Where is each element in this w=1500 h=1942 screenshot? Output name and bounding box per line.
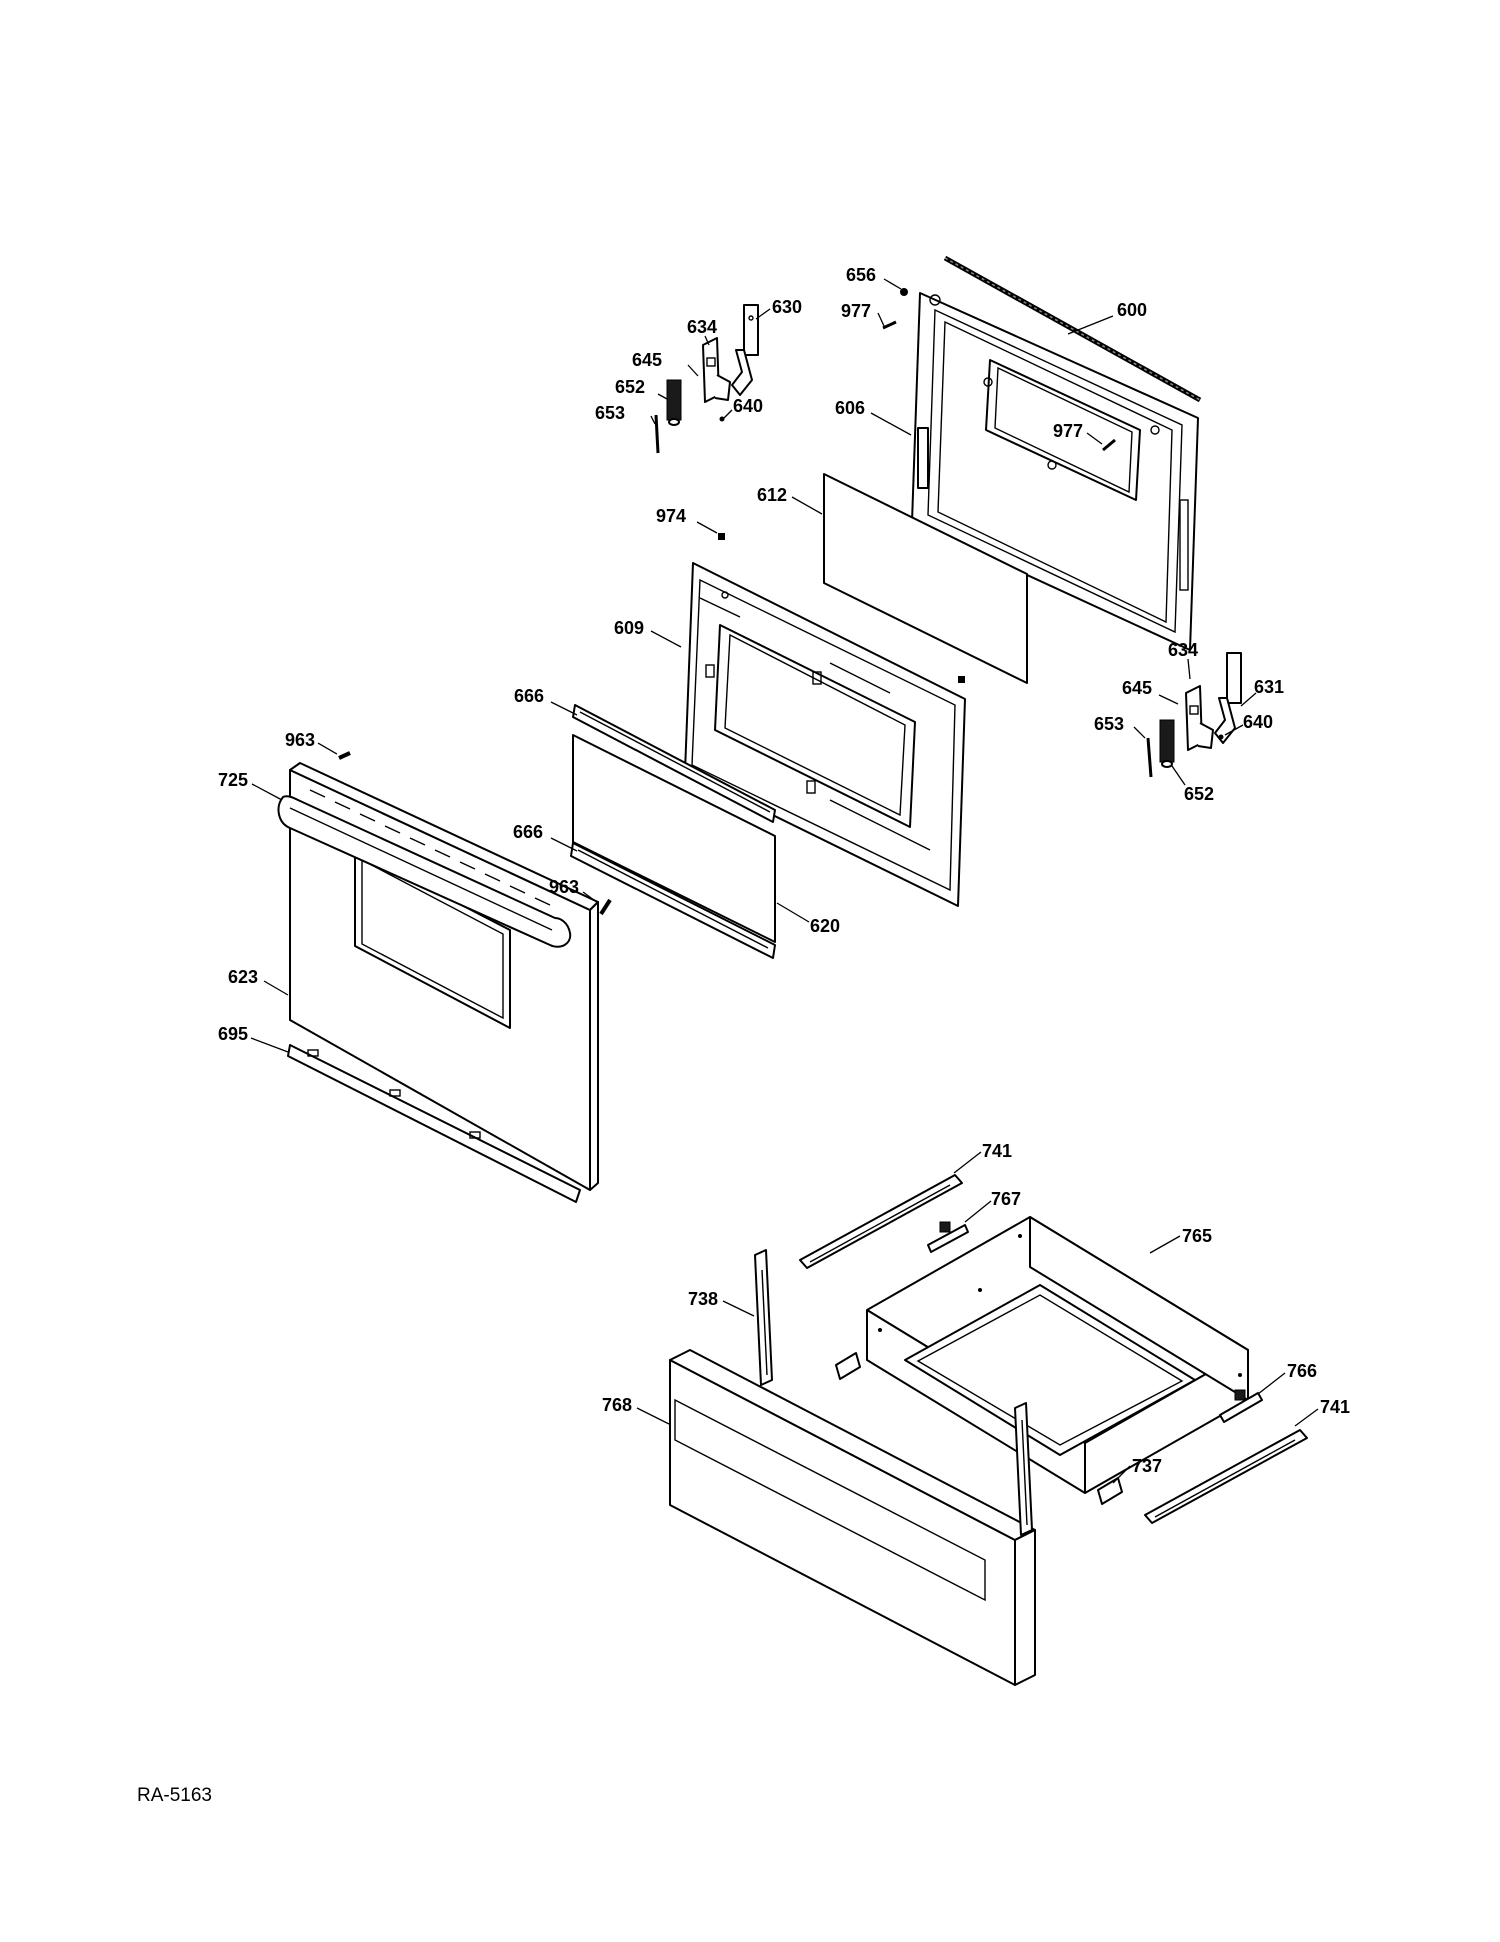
callout-977-top: 977	[841, 301, 871, 321]
callout-620: 620	[810, 916, 840, 936]
drawer-roller-767	[927, 1221, 969, 1253]
door-handle-725	[277, 795, 572, 948]
callout-623: 623	[228, 967, 258, 987]
outer-door-623	[289, 762, 599, 1191]
screw-977-a	[882, 320, 897, 330]
drawer-rail-741-top	[799, 1174, 963, 1269]
drawer-stop-left	[835, 1352, 861, 1380]
hinge-bracket-634-left	[702, 337, 731, 403]
callout-630: 630	[772, 297, 802, 317]
drawer-slide-738	[754, 1249, 773, 1386]
leader-lines	[250, 278, 1319, 1484]
callout-666-bottom: 666	[513, 822, 543, 842]
pin-640-left	[719, 416, 725, 422]
hinge-rod-653-left	[654, 414, 660, 454]
callout-600: 600	[1117, 300, 1147, 320]
callout-631: 631	[1254, 677, 1284, 697]
callout-977-window: 977	[1053, 421, 1083, 441]
callout-666-top: 666	[514, 686, 544, 706]
callout-653-left: 653	[595, 403, 625, 423]
callout-695: 695	[218, 1024, 248, 1044]
callout-645-left: 645	[632, 350, 662, 370]
drawer-front-768	[669, 1349, 1036, 1686]
callout-767: 767	[991, 1189, 1021, 1209]
callout-labels: 600 656 977 634 630 645 652 640 653 606 …	[218, 265, 1350, 1476]
drawer-body-765	[866, 1216, 1249, 1494]
screw-977-b	[1102, 438, 1116, 452]
callout-765: 765	[1182, 1226, 1212, 1246]
pin-640-right	[1218, 734, 1224, 740]
callout-741-bottom: 741	[1320, 1397, 1350, 1417]
callout-634-right: 634	[1168, 640, 1198, 660]
callout-738: 738	[688, 1289, 718, 1309]
door-trim-695	[287, 1044, 581, 1203]
callout-963-bottom: 963	[549, 877, 579, 897]
hinge-630	[731, 304, 759, 396]
hinge-rod-653-right	[1146, 737, 1153, 778]
screw-963-b	[599, 898, 612, 916]
glass-strip-666-bottom	[570, 842, 776, 959]
callout-766: 766	[1287, 1361, 1317, 1381]
hinge-spring-652-left	[666, 379, 682, 426]
callout-737: 737	[1132, 1456, 1162, 1476]
callout-741-top: 741	[982, 1141, 1012, 1161]
drawer-rail-741-bottom	[1144, 1429, 1308, 1524]
drawer-slide-738-right	[1014, 1402, 1033, 1536]
hinge-bracket-634-right	[1185, 685, 1214, 751]
callout-645-right: 645	[1122, 678, 1152, 698]
drawer-roller-766	[1219, 1389, 1263, 1423]
door-liner-609	[684, 562, 966, 907]
screw-974-right	[958, 676, 965, 683]
screw-974	[718, 533, 725, 540]
door-inner-panel-606	[911, 292, 1199, 651]
callout-609: 609	[614, 618, 644, 638]
callout-652-right: 652	[1184, 784, 1214, 804]
screw-963-a	[338, 751, 351, 760]
callout-653-right: 653	[1094, 714, 1124, 734]
drawing-code: RA-5163	[137, 1785, 212, 1806]
callout-652-left: 652	[615, 377, 645, 397]
hinge-631	[1214, 652, 1242, 744]
callout-656: 656	[846, 265, 876, 285]
drawer-stop-737	[1097, 1477, 1123, 1505]
callout-974: 974	[656, 506, 686, 526]
door-gasket-600	[943, 255, 1202, 403]
callout-963-top: 963	[285, 730, 315, 750]
callout-640-right: 640	[1243, 712, 1273, 732]
door-glass-612	[823, 473, 1028, 684]
callout-725: 725	[218, 770, 248, 790]
callout-634-left: 634	[687, 317, 717, 337]
inner-glass-620	[572, 734, 776, 943]
callout-606: 606	[835, 398, 865, 418]
callout-612: 612	[757, 485, 787, 505]
clip-656	[900, 288, 908, 296]
callout-768: 768	[602, 1395, 632, 1415]
callout-640-left: 640	[733, 396, 763, 416]
hinge-spring-652-right	[1159, 719, 1175, 768]
